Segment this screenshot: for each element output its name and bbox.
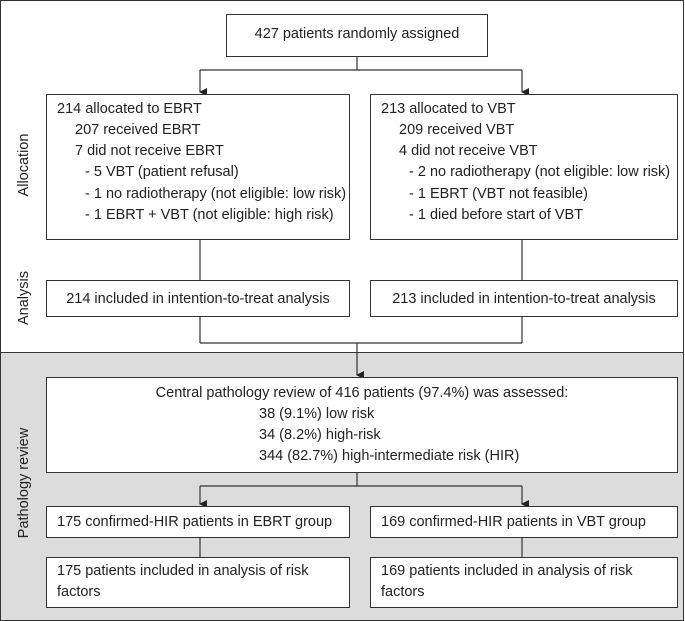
pathology-item: 344 (82.7%) high-intermediate risk (HIR): [259, 448, 520, 465]
vbt-confirmed-text: 169 confirmed-HIR patients in VBT group: [381, 514, 646, 530]
allocation-label: Allocation: [16, 133, 32, 197]
pathology-item: 38 (9.1%) low risk: [259, 406, 375, 423]
vbt-allocation-box: 213 allocated to VBT 209 received VBT 4 …: [370, 94, 678, 240]
vbt-confirmed-box: 169 confirmed-HIR patients in VBT group: [370, 506, 678, 538]
randomized-text: 427 patients randomly assigned: [254, 26, 460, 42]
vbt-risk-analysis-text: 169 patients included in analysis of ris…: [381, 563, 633, 601]
vbt-itt-box: 213 included in intention-to-treat analy…: [370, 280, 678, 317]
ebrt-reason: - 1 no radiotherapy (not eligible: low r…: [85, 185, 347, 202]
ebrt-reason: - 5 VBT (patient refusal): [85, 164, 239, 181]
vbt-allocated-header: 213 allocated to VBT: [381, 101, 516, 117]
ebrt-itt-box: 214 included in intention-to-treat analy…: [46, 280, 350, 317]
vbt-itt-text: 213 included in intention-to-treat analy…: [392, 291, 656, 307]
pathology-review-label: Pathology review: [16, 427, 32, 539]
vbt-risk-analysis-box: 169 patients included in analysis of ris…: [370, 557, 678, 608]
ebrt-allocated-header: 214 allocated to EBRT: [57, 101, 202, 117]
ebrt-not-received: 7 did not receive EBRT: [75, 143, 224, 160]
vbt-reason: - 1 EBRT (VBT not feasible): [409, 185, 588, 202]
vbt-reason: - 1 died before start of VBT: [409, 206, 584, 223]
ebrt-risk-analysis-text: 175 patients included in analysis of ris…: [57, 563, 309, 601]
vbt-received: 209 received VBT: [399, 122, 515, 139]
vbt-not-received: 4 did not receive VBT: [399, 143, 538, 160]
pathology-title: Central pathology review of 416 patients…: [155, 385, 569, 401]
vbt-reason: - 2 no radiotherapy (not eligible: low r…: [409, 164, 671, 181]
ebrt-received: 207 received EBRT: [75, 122, 201, 139]
randomized-box: 427 patients randomly assigned: [226, 14, 488, 57]
ebrt-itt-text: 214 included in intention-to-treat analy…: [66, 291, 330, 307]
ebrt-confirmed-text: 175 confirmed-HIR patients in EBRT group: [57, 514, 333, 530]
ebrt-reason: - 1 EBRT + VBT (not eligible: high risk): [85, 206, 334, 223]
ebrt-allocation-box: 214 allocated to EBRT 207 received EBRT …: [46, 94, 350, 240]
pathology-item: 34 (8.2%) high-risk: [259, 427, 381, 444]
ebrt-confirmed-box: 175 confirmed-HIR patients in EBRT group: [46, 506, 350, 538]
pathology-review-box: Central pathology review of 416 patients…: [46, 377, 678, 473]
analysis-label: Analysis: [16, 271, 32, 325]
ebrt-risk-analysis-box: 175 patients included in analysis of ris…: [46, 557, 350, 608]
